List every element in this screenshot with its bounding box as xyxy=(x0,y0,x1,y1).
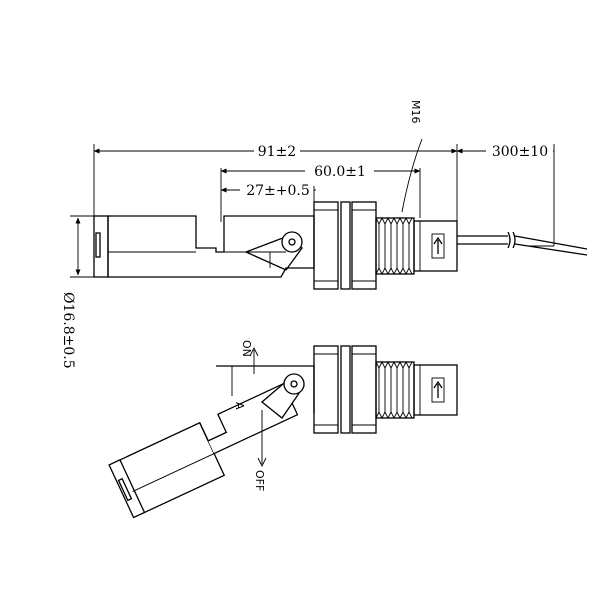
dim-thread: M16 xyxy=(409,100,422,124)
float-body xyxy=(107,215,315,278)
upper-view-float-switch xyxy=(93,201,588,290)
label-a: A xyxy=(233,402,246,410)
label-off: OFF xyxy=(253,470,266,491)
thread-top-edge xyxy=(375,360,413,370)
cable-break xyxy=(507,231,516,249)
dim-overall-length: 91±2 xyxy=(258,144,296,160)
dim-short-length: 27±+0.5 xyxy=(246,183,310,199)
cable-housing xyxy=(413,220,458,272)
arrow-icon-lower xyxy=(433,380,443,398)
hinge-pin xyxy=(281,231,303,253)
dim-cable-length: 300±10 xyxy=(492,144,548,160)
arrow-icon xyxy=(433,236,443,254)
washer xyxy=(340,201,351,290)
dimension-lines xyxy=(70,138,555,278)
threaded-stem xyxy=(375,217,415,275)
dim-middle-length: 60.0±1 xyxy=(314,164,366,180)
thread-bottom-edge xyxy=(375,410,413,420)
lower-view-float-switch xyxy=(108,345,458,519)
dim-diameter: Ø16.8±0.5 xyxy=(60,292,76,369)
label-on: ON xyxy=(240,340,253,357)
nut-2 xyxy=(351,201,377,290)
thread-top-edge xyxy=(375,216,413,226)
nut-1 xyxy=(313,201,339,290)
thread-bottom-edge xyxy=(375,266,413,276)
